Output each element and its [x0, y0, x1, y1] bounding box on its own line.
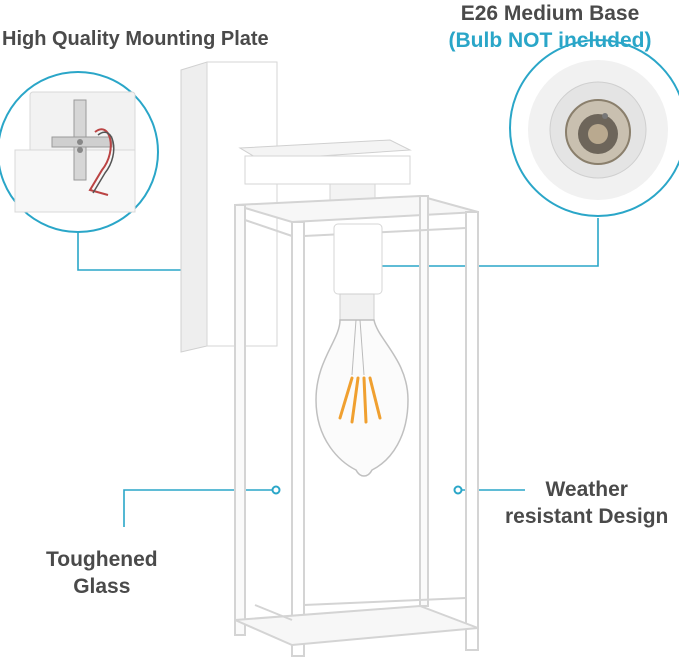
bulb-not-included-note: (Bulb NOT included) — [448, 29, 652, 52]
socket-zoom — [509, 39, 679, 217]
arm — [238, 139, 412, 207]
weather-line-1: Weather — [545, 478, 628, 501]
weather-line-2: resistant Design — [505, 505, 669, 528]
medium-base-label: E26 Medium Base (Bulb NOT included) — [435, 0, 665, 54]
medium-base-title: E26 Medium Base — [460, 2, 640, 25]
lantern-frame — [234, 194, 479, 657]
glass-line-1: Toughened — [46, 548, 158, 571]
mounting-plate-zoom — [0, 71, 159, 233]
weather-resistant-label: Weather resistant Design — [505, 476, 668, 530]
filament — [338, 376, 382, 424]
bulb — [315, 223, 409, 477]
glass-line-2: Glass — [73, 575, 131, 598]
toughened-glass-label: Toughened Glass — [46, 546, 158, 600]
mounting-plate-label: High Quality Mounting Plate — [2, 28, 269, 50]
